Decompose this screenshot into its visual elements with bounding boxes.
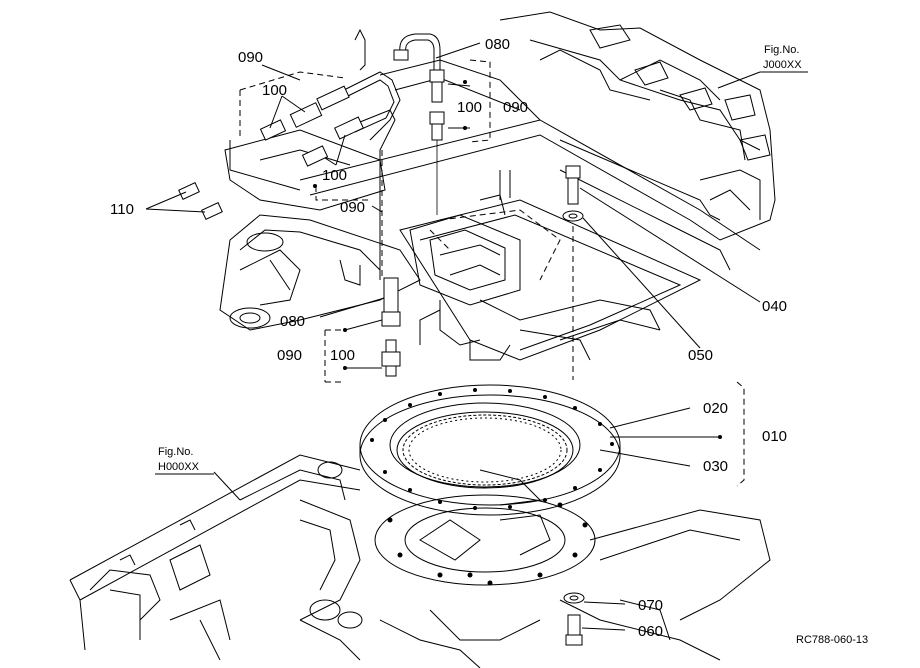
label-090-low: 090 xyxy=(277,347,302,364)
label-050: 050 xyxy=(688,347,713,364)
swing-bearing-drawing xyxy=(359,384,621,586)
label-090-right: 090 xyxy=(503,99,528,116)
label-100-left: 100 xyxy=(262,82,287,99)
leader-lines xyxy=(145,42,761,631)
label-100-mid: 100 xyxy=(322,167,347,184)
label-010: 010 xyxy=(762,428,787,445)
label-030: 030 xyxy=(703,458,728,475)
label-040: 040 xyxy=(762,298,787,315)
label-020: 020 xyxy=(703,400,728,417)
hose-and-fittings xyxy=(178,33,584,380)
pointer-dots xyxy=(313,80,722,439)
label-060: 060 xyxy=(638,623,663,640)
figure-ref-top: Fig.No. J000XX xyxy=(760,44,808,73)
fig-top-code: J000XX xyxy=(763,59,802,71)
label-100-low: 100 xyxy=(330,347,355,364)
label-090-mid: 090 xyxy=(340,199,365,216)
upper-frame-drawing xyxy=(219,11,776,361)
label-080-top: 080 xyxy=(485,36,510,53)
label-080-low: 080 xyxy=(280,313,305,330)
drawing-code: RC788-060-13 xyxy=(796,634,868,646)
fig-left-code: H000XX xyxy=(158,461,200,473)
label-090-left: 090 xyxy=(238,49,263,66)
part-labels: 090 100 110 100 090 080 100 090 040 050 … xyxy=(110,36,787,640)
fig-top-title: Fig.No. xyxy=(764,44,799,56)
lower-frame-drawing xyxy=(69,454,771,668)
fig-left-title: Fig.No. xyxy=(158,446,193,458)
figure-ref-left: Fig.No. H000XX xyxy=(155,446,214,475)
label-070: 070 xyxy=(638,597,663,614)
label-110: 110 xyxy=(110,201,134,218)
label-100-right: 100 xyxy=(457,99,482,116)
